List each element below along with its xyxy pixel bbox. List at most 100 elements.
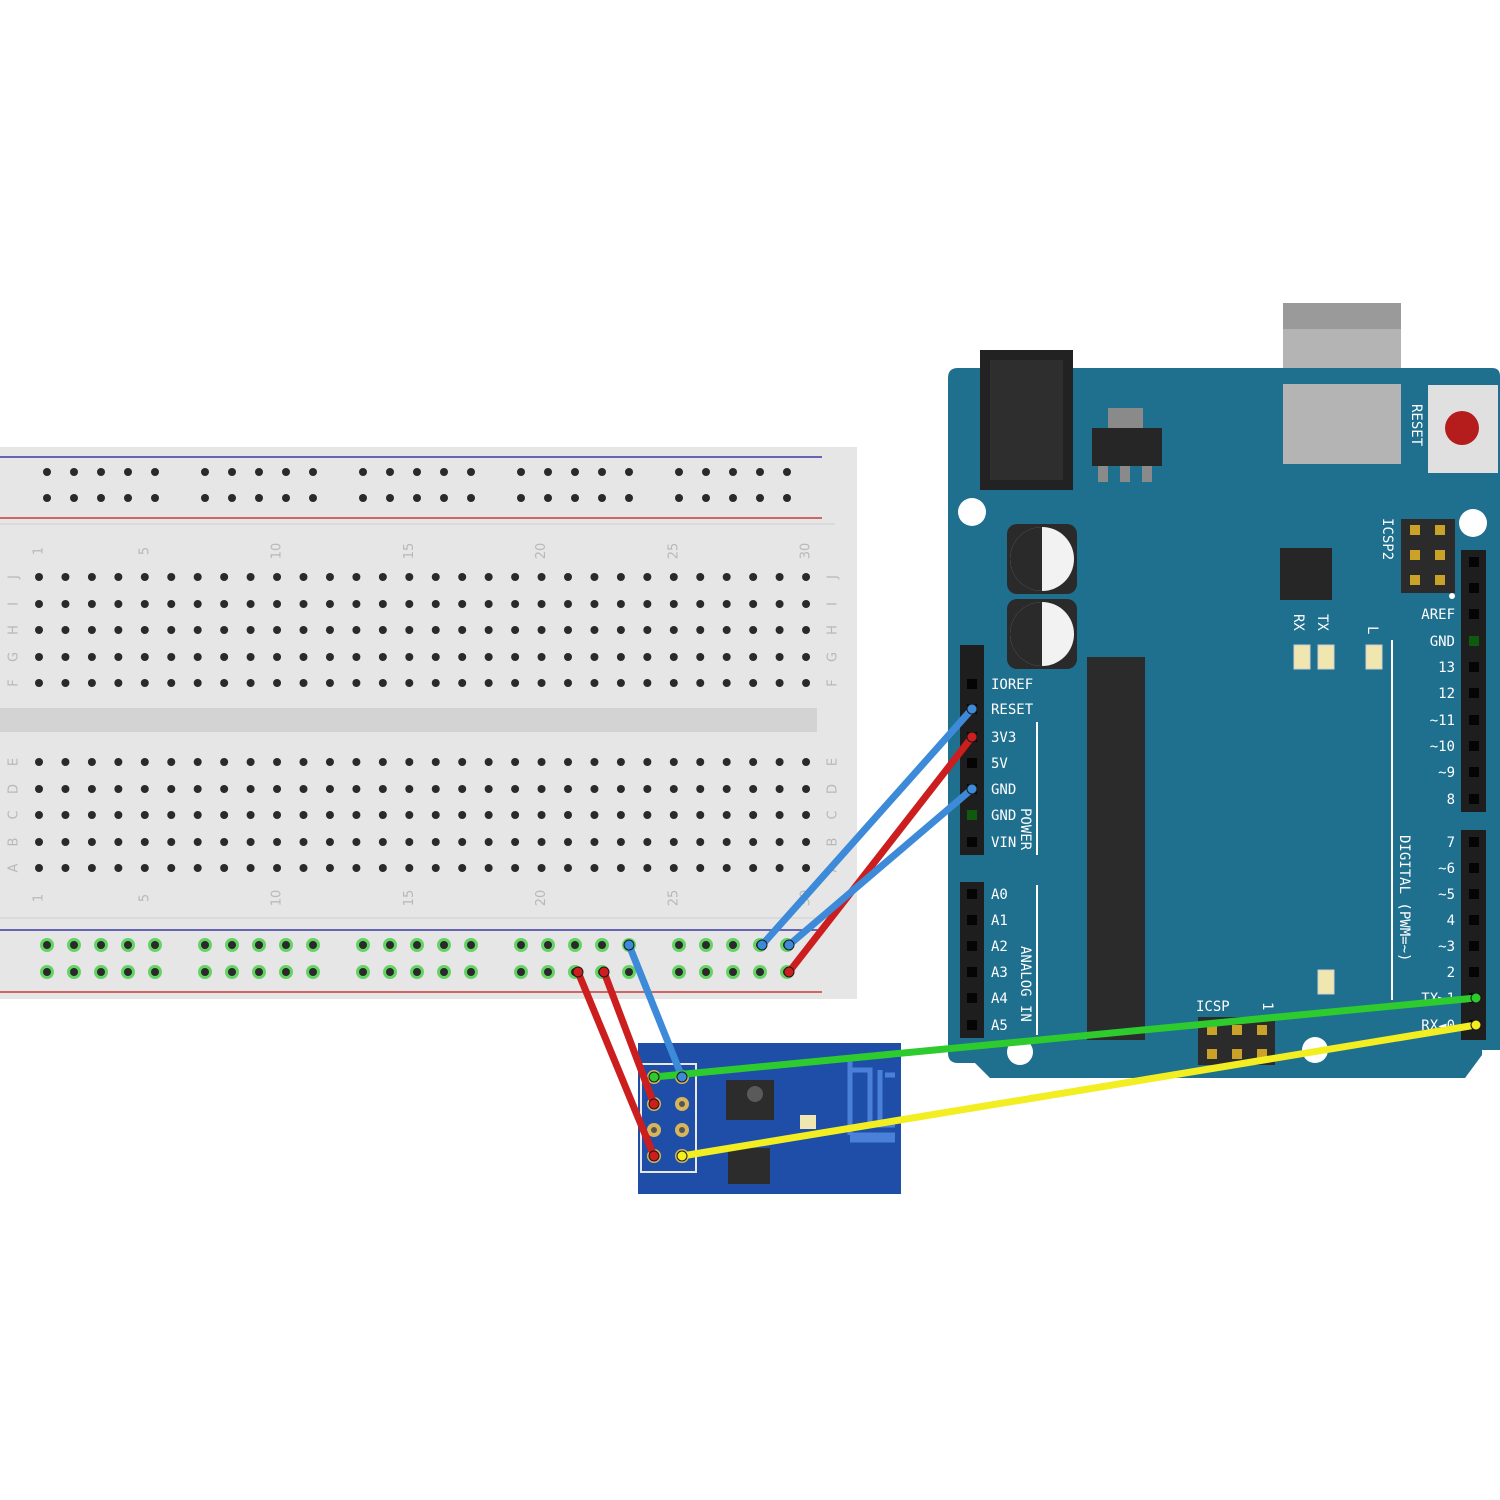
terminal-hole: [643, 679, 652, 687]
header-pin[interactable]: [1469, 662, 1479, 672]
terminal-hole: [749, 785, 758, 793]
terminal-hole: [378, 679, 387, 687]
header-pin[interactable]: [1469, 583, 1479, 593]
wire-end: [572, 966, 584, 978]
terminal-hole: [325, 626, 334, 634]
terminal-hole: [273, 573, 282, 581]
terminal-hole: [537, 679, 546, 687]
wire-yellow-rx[interactable]: [678, 1021, 1480, 1160]
terminal-hole: [696, 600, 705, 608]
header-pin[interactable]: [1469, 688, 1479, 698]
header-pin[interactable]: [967, 915, 977, 925]
led-tx-label: TX: [1314, 614, 1330, 631]
header-pin[interactable]: [967, 889, 977, 899]
header-pin[interactable]: [1469, 557, 1479, 567]
terminal-hole: [564, 785, 572, 793]
wire-red-esp-ch-pd[interactable]: [600, 968, 658, 1108]
terminal-hole: [484, 864, 493, 872]
wire-blue-reset[interactable]: [758, 705, 976, 949]
pin-label: A2: [991, 939, 1008, 955]
row-letter: A: [7, 863, 22, 872]
analog-pins: [967, 889, 977, 1030]
terminal-hole: [431, 679, 440, 687]
terminal-hole: [590, 785, 599, 793]
header-pin[interactable]: [967, 679, 977, 689]
rail-hole: [255, 494, 263, 502]
pin-label: A4: [991, 991, 1008, 1007]
terminal-hole: [378, 811, 387, 819]
terminal-hole: [140, 838, 149, 846]
rail-hole: [201, 941, 209, 949]
terminal-hole: [378, 626, 387, 634]
header-pin[interactable]: [1469, 715, 1479, 725]
rail-hole: [467, 468, 475, 476]
wire-green-tx[interactable]: [650, 994, 1480, 1081]
header-pin[interactable]: [1469, 636, 1479, 646]
wire-end: [676, 1150, 688, 1162]
icsp2-label: ICSP2: [1379, 518, 1395, 560]
wire-end: [648, 1150, 660, 1162]
rail-hole: [517, 941, 525, 949]
header-pin[interactable]: [1469, 863, 1479, 873]
row-letter: B: [7, 838, 22, 847]
terminal-hole: [220, 626, 229, 634]
terminal-hole: [431, 600, 440, 608]
terminal-hole: [140, 653, 149, 661]
terminal-hole: [564, 811, 572, 819]
header-pin[interactable]: [967, 1020, 977, 1030]
regulator-leg: [1142, 466, 1152, 482]
header-pin[interactable]: [967, 941, 977, 951]
wire-red-3v3[interactable]: [785, 733, 976, 976]
header-pin[interactable]: [967, 837, 977, 847]
arduino-uno-board: RESET ICSP2 TX RX L IOREFRESET3V35VGNDGN…: [948, 303, 1500, 1078]
reset-button[interactable]: [1445, 411, 1479, 445]
rail-hole: [544, 941, 552, 949]
column-number: 5: [137, 547, 152, 555]
wire-red-esp-vcc[interactable]: [574, 968, 658, 1160]
terminal-hole: [616, 626, 625, 634]
rail-hole: [413, 494, 421, 502]
terminal-hole: [167, 653, 176, 661]
header-pin[interactable]: [1469, 741, 1479, 751]
terminal-hole: [167, 600, 176, 608]
terminal-hole: [590, 653, 599, 661]
header-pin[interactable]: [967, 993, 977, 1003]
wire-blue-gnd[interactable]: [785, 785, 976, 949]
header-pin[interactable]: [1469, 837, 1479, 847]
terminal-hole: [114, 785, 123, 793]
reset-label: RESET: [1408, 404, 1424, 447]
icsp2-pin: [1435, 550, 1445, 560]
terminal-hole: [564, 600, 572, 608]
terminal-hole: [87, 626, 96, 634]
wire-blue-esp-gnd[interactable]: [625, 941, 686, 1081]
header-pin[interactable]: [967, 810, 977, 820]
terminal-hole: [114, 600, 123, 608]
header-pin[interactable]: [1469, 889, 1479, 899]
header-pin[interactable]: [1469, 967, 1479, 977]
terminal-hole: [616, 758, 625, 766]
header-pin[interactable]: [1469, 767, 1479, 777]
terminal-hole: [167, 626, 176, 634]
header-pin[interactable]: [1469, 941, 1479, 951]
terminal-hole: [325, 838, 334, 846]
header-pin[interactable]: [967, 967, 977, 977]
header-pin[interactable]: [967, 758, 977, 768]
terminal-hole: [775, 785, 784, 793]
header-pin[interactable]: [1469, 609, 1479, 619]
terminal-hole: [114, 838, 123, 846]
wire-end: [623, 939, 635, 951]
terminal-hole: [114, 573, 123, 581]
terminal-hole: [352, 811, 361, 819]
terminal-hole: [325, 785, 334, 793]
terminal-hole: [775, 679, 784, 687]
terminal-hole: [511, 864, 520, 872]
header-pin[interactable]: [1469, 794, 1479, 804]
terminal-hole: [61, 785, 70, 793]
pin-label: 13: [1438, 660, 1455, 676]
wire-end: [756, 939, 768, 951]
header-pin[interactable]: [1469, 915, 1479, 925]
rail-hole: [467, 494, 475, 502]
terminal-hole: [590, 600, 599, 608]
pin-label: ~5: [1438, 887, 1455, 903]
row-letter: F: [826, 679, 841, 686]
